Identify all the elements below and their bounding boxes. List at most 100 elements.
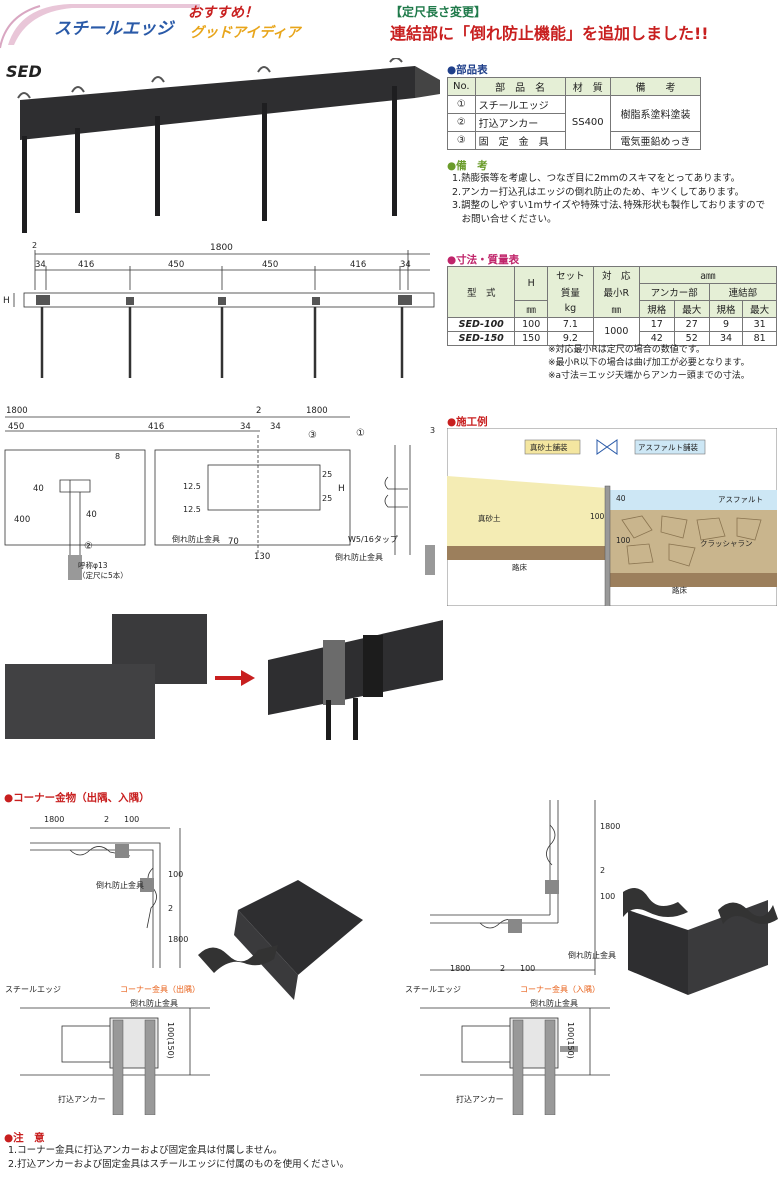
detail-dim-40a: 40 bbox=[33, 484, 44, 494]
detail-tip-2: 倒れ防止金具 bbox=[335, 553, 383, 562]
corner-in-hdim: 100(150) bbox=[566, 1022, 575, 1059]
remark-item: 1.熱膨張等を考慮し、つなぎ目に2mmのスキマをとってあります。 bbox=[452, 173, 741, 184]
corner-out-dim-1800: 1800 bbox=[44, 815, 65, 824]
corner-out-anchor: 打込アンカー bbox=[58, 1095, 106, 1104]
plan-dim-total: 1800 bbox=[210, 243, 233, 253]
spec-header-standard: 規格 bbox=[708, 300, 744, 318]
plan-dim-h: H bbox=[3, 296, 10, 306]
spec-header-h-unit: ㎜ bbox=[514, 300, 548, 318]
spec-joint-max: 81 bbox=[742, 331, 777, 346]
plan-dim-s4: 416 bbox=[350, 260, 367, 270]
spec-min-r: 1000 bbox=[592, 317, 640, 346]
spec-model: SED-150 bbox=[446, 331, 516, 346]
product-photo bbox=[17, 58, 440, 233]
spec-header-mass-unit: kg bbox=[546, 300, 594, 318]
parts-name: 固 定 金 具 bbox=[474, 131, 566, 150]
spec-header-max: 最大 bbox=[673, 300, 710, 318]
corner-out-tip2: 倒れ防止金具 bbox=[130, 999, 178, 1008]
spec-anchor-std: 17 bbox=[638, 317, 675, 332]
plan-drawing bbox=[13, 250, 435, 378]
corner-in-dim-1800v: 1800 bbox=[600, 822, 621, 831]
spec-joint-max: 31 bbox=[742, 317, 777, 332]
corner-in-dim-1800: 1800 bbox=[450, 964, 471, 973]
assembly-photo-joined bbox=[268, 620, 443, 740]
detail-bolt: W5/16タップ bbox=[348, 535, 398, 544]
construction-diagram bbox=[447, 428, 777, 606]
construction-right-label: アスファルト舗装 bbox=[638, 443, 698, 452]
spec-h: 100 bbox=[514, 317, 548, 332]
detail-anchor-note2: （定尺に5本） bbox=[78, 571, 128, 580]
detail-dim-8: 8 bbox=[115, 452, 121, 461]
spec-header-min-r: 最小R bbox=[592, 283, 640, 301]
header-swoosh bbox=[0, 4, 200, 49]
remarks-title: ●備 考 bbox=[447, 160, 488, 172]
detail-dim-40b: 40 bbox=[86, 510, 97, 520]
spec-h: 150 bbox=[514, 331, 548, 346]
header-good-idea: グッドアイディア bbox=[190, 25, 301, 41]
spec-header-anchor: アンカー部 bbox=[638, 283, 710, 301]
detail-drawing bbox=[4, 416, 435, 580]
spec-anchor-std: 42 bbox=[638, 331, 675, 346]
construction-dim-100b: 100 bbox=[616, 536, 631, 545]
parts-name: スチールエッジ bbox=[474, 95, 566, 114]
detail-callout-2: ② bbox=[84, 541, 93, 552]
caution-item: 1.コーナー金具に打込アンカーおよび固定金具は付属しません。 bbox=[8, 1145, 283, 1156]
spec-header-max: 最大 bbox=[742, 300, 777, 318]
plan-dim-end-right: 34 bbox=[400, 260, 411, 270]
spec-header-h: H bbox=[514, 266, 548, 301]
spec-header-mass: 質量 bbox=[546, 283, 594, 301]
parts-header-name: 部 品 名 bbox=[474, 77, 566, 96]
detail-tip-1: 倒れ防止金具 bbox=[172, 535, 220, 544]
header-category: スチールエッジ bbox=[54, 19, 173, 39]
corner-out-dim-2v: 2 bbox=[168, 904, 174, 913]
corner-out-dim-100: 100 bbox=[124, 815, 140, 824]
detail-dim-400: 400 bbox=[14, 515, 31, 525]
spec-table: 型 式 H セット 対 応 a㎜ 質量 最小R アンカー部 連結部 ㎜ kg ㎜… bbox=[446, 266, 778, 346]
detail-dim-h: H bbox=[338, 484, 345, 494]
detail-callout-3: ③ bbox=[308, 430, 317, 441]
corner-in-drawing bbox=[430, 800, 596, 975]
plan-dim-s3: 450 bbox=[262, 260, 279, 270]
corner-out-drawing bbox=[30, 827, 181, 968]
remark-item: 2.アンカー打込孔はエッジの倒れ防止のため、キツくしてあります。 bbox=[452, 186, 745, 198]
detail-dim-130: 130 bbox=[254, 552, 271, 562]
construction-left-label: 真砂土舗装 bbox=[530, 443, 568, 452]
detail-dim-25a: 25 bbox=[322, 470, 333, 479]
plan-dim-s1: 416 bbox=[78, 260, 95, 270]
detail-dim-1800r: 1800 bbox=[306, 406, 328, 416]
corner-in-tip2: 倒れ防止金具 bbox=[530, 999, 578, 1008]
corner-in-photo bbox=[623, 888, 778, 995]
detail-dim-3: 3 bbox=[430, 426, 436, 435]
detail-callout-1: ① bbox=[356, 428, 365, 439]
spec-joint-std: 9 bbox=[708, 317, 744, 332]
parts-table-title: ●部品表 bbox=[447, 64, 488, 76]
spec-table-title: ●寸法・質量表 bbox=[447, 254, 520, 266]
parts-header-material: 材 質 bbox=[564, 77, 611, 96]
caution-item: 2.打込アンカーおよび固定金具はスチールエッジに付属のものを使用ください。 bbox=[8, 1158, 350, 1170]
spec-anchor-max: 52 bbox=[673, 331, 710, 346]
parts-no: ② bbox=[447, 113, 476, 132]
corner-out-dim-2: 2 bbox=[104, 815, 110, 824]
spec-header-a: a㎜ bbox=[638, 266, 778, 284]
header-headline: 連結部に「倒れ防止機能」を追加しました!! bbox=[390, 24, 709, 43]
spec-header-standard: 規格 bbox=[638, 300, 675, 318]
remark-item: 3.調整のしやすい1mサイズや特殊寸法､特殊形状も製作しておりますので bbox=[452, 200, 766, 211]
construction-dim-40: 40 bbox=[616, 494, 626, 503]
corner-out-edge-label: スチールエッジ bbox=[5, 985, 61, 994]
parts-name: 打込アンカー bbox=[474, 113, 566, 132]
corner-in-edge-label: スチールエッジ bbox=[405, 985, 461, 994]
detail-dim-125b: 12.5 bbox=[183, 505, 201, 514]
corner-out-hdim: 100(150) bbox=[166, 1022, 175, 1059]
corner-in-dim-100v: 100 bbox=[600, 892, 616, 901]
parts-no: ③ bbox=[447, 131, 476, 150]
parts-header-remark: 備 考 bbox=[609, 77, 702, 96]
remark-item: お問い合せください。 bbox=[452, 213, 557, 225]
detail-dim-450: 450 bbox=[8, 422, 25, 432]
header-recommend: おすすめ！ bbox=[188, 5, 258, 21]
product-code: SED bbox=[6, 62, 42, 81]
construction-dim-100a: 100 bbox=[590, 512, 605, 521]
detail-dim-25b: 25 bbox=[322, 494, 333, 503]
plan-dim-gap: 2 bbox=[32, 241, 38, 250]
parts-remark: 電気亜鉛めっき bbox=[609, 131, 702, 150]
parts-material: SS400 bbox=[564, 95, 611, 150]
